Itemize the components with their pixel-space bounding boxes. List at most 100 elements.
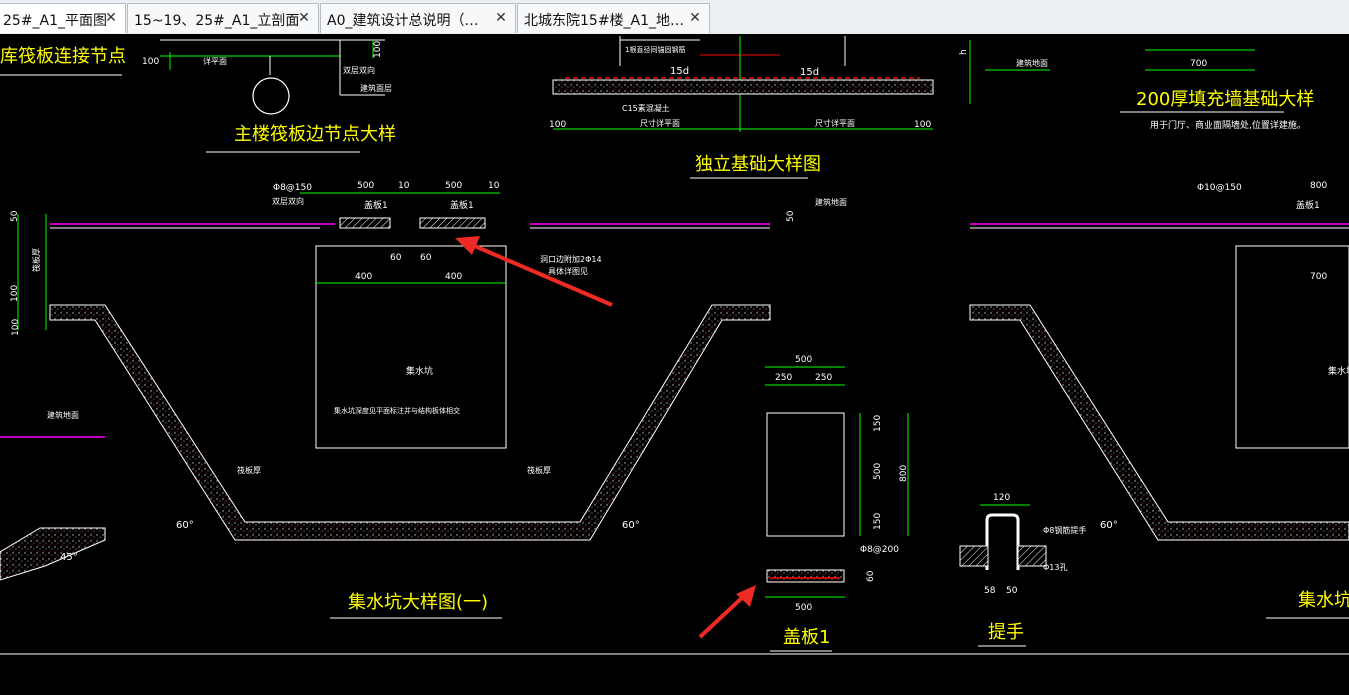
- tab-elevation-section[interactable]: 15~19、25#_A1_立剖面 ✕: [127, 3, 319, 33]
- dim-800: 800: [1310, 181, 1327, 191]
- annotation-arrow: [698, 585, 756, 639]
- dim-58: 58: [984, 586, 996, 596]
- dim-500: 500: [795, 603, 812, 613]
- building-face-note: 建筑面层: [360, 83, 392, 93]
- rebar-note: 1根直径同锚固钢筋: [625, 45, 685, 54]
- tab-label: A0_建筑设计总说明（…: [327, 13, 479, 29]
- cover-small-label: 盖板1: [364, 199, 388, 211]
- cover-small-label: 盖板1: [450, 199, 474, 211]
- cover-plate-plan: [766, 412, 845, 537]
- dim-150: 150: [873, 513, 883, 530]
- close-icon[interactable]: ✕: [689, 10, 701, 26]
- dim-150: 150: [873, 415, 883, 432]
- raft-thk-label: 筏板厚: [527, 465, 551, 475]
- dim-100: 100: [10, 285, 20, 302]
- infill-wall-title: 200厚填充墙基础大样: [1136, 89, 1314, 110]
- dim-100: 100: [914, 120, 931, 130]
- dim-10: 10: [398, 181, 410, 191]
- raft-thk: 筏板厚: [31, 248, 41, 272]
- infill-wall-note: 用于门厅、商业面隔墙处,位置详建施。: [1150, 119, 1306, 131]
- dim-100: 100: [11, 319, 21, 336]
- tab-building-15[interactable]: 北城东院15#楼_A1_地… ✕: [517, 3, 710, 33]
- hole-note: 洞口边附加2Φ14: [540, 254, 602, 264]
- raft-connection-detail: 库筏板连接节点: [0, 46, 126, 76]
- isolated-foundation-title: 独立基础大样图: [695, 154, 821, 175]
- sump-label: 集水坑: [406, 365, 433, 377]
- handle-detail: 120 Φ8钢筋提手 Φ13孔 58 50 提手: [959, 493, 1086, 647]
- dim-100: 100: [373, 41, 383, 58]
- sump-dim-note: 集水坑深度见平面标注并与结构板体相交: [334, 406, 460, 415]
- sump-detail-title-cut: 集水坑大: [1298, 590, 1349, 611]
- cad-drawing-canvas[interactable]: 库筏板连接节点 100 100 详平面 双层双向 建筑面层 主楼筏板边节点大样 …: [0, 34, 1349, 691]
- dim-50: 50: [786, 210, 796, 222]
- handle-note-2: Φ13孔: [1043, 563, 1067, 572]
- cover-plate-detail: 500 250 250 150 500 150 800 Φ8@200 60 50…: [765, 355, 909, 652]
- c15-note: C15素混凝土: [622, 103, 670, 113]
- handle-title: 提手: [988, 622, 1024, 643]
- dim-500: 500: [357, 181, 374, 191]
- close-icon[interactable]: ✕: [495, 10, 507, 26]
- dim-500: 500: [873, 463, 883, 480]
- sump-detail: 50 100 100 筏板厚 盖板1 盖板1 Φ8@150 500 500 10…: [0, 181, 847, 619]
- dim-400: 400: [355, 272, 372, 282]
- size-ref: 尺寸详平面: [640, 118, 680, 128]
- sump-pit-section: [49, 304, 771, 541]
- raft-thk-label: 筏板厚: [237, 465, 261, 475]
- cover-bar-label: Φ8@200: [860, 545, 899, 555]
- dim-50: 50: [10, 210, 20, 222]
- sump-label: 集水坑: [1328, 365, 1349, 377]
- sump-detail-right: Φ10@150 800 700 盖板1 集水坑 60° 集水坑大: [969, 181, 1349, 619]
- slope-60: 60°: [176, 520, 194, 531]
- main-raft-edge-title: 主楼筏板边节点大样: [234, 124, 396, 145]
- sump-detail-title: 集水坑大样图(一): [348, 592, 488, 613]
- dim-100: 100: [142, 57, 159, 67]
- cad-drawing: 库筏板连接节点 100 100 详平面 双层双向 建筑面层 主楼筏板边节点大样 …: [0, 36, 1349, 655]
- handle-note-1: Φ8钢筋提手: [1043, 525, 1086, 535]
- dim-250: 250: [815, 373, 832, 383]
- close-icon[interactable]: ✕: [298, 10, 310, 26]
- tab-plan[interactable]: 25#_A1_平面图 ✕: [0, 3, 126, 33]
- dim-500: 500: [445, 181, 462, 191]
- slope-45: 45°: [60, 552, 78, 563]
- tab-bar: 25#_A1_平面图 ✕ 15~19、25#_A1_立剖面 ✕ A0_建筑设计总…: [0, 0, 1349, 35]
- double-layer-note: 双层双向: [272, 196, 304, 206]
- slope-60: 60°: [1100, 520, 1118, 531]
- cover-small-label: 盖板1: [1296, 199, 1320, 211]
- bar-label: Φ8@150: [273, 183, 312, 193]
- dim-500: 500: [795, 355, 812, 365]
- tab-design-notes[interactable]: A0_建筑设计总说明（… ✕: [320, 3, 516, 33]
- cover-plate-section: [766, 569, 845, 583]
- main-raft-edge-detail: 100 100 详平面 双层双向 建筑面层 主楼筏板边节点大样: [142, 39, 396, 153]
- cover-plate-title: 盖板1: [783, 627, 830, 648]
- dim-800: 800: [899, 465, 909, 482]
- dim-700: 700: [1310, 272, 1327, 282]
- dim-h1: h: [959, 49, 969, 55]
- ground-label: 建筑地面: [47, 410, 79, 420]
- infill-wall-detail: 700 200厚填充墙基础大样 用于门厅、商业面隔墙处,位置详建施。: [1120, 49, 1314, 131]
- dim-50: 50: [1006, 586, 1018, 596]
- isolated-foundation-detail: 1根直径同锚固钢筋 15d 15d C15素混凝土 100 100 尺寸详平面 …: [549, 36, 1050, 179]
- dim-400: 400: [445, 272, 462, 282]
- dim-60: 60: [866, 570, 876, 582]
- ground-label: 建筑地面: [1016, 58, 1048, 68]
- dim-60: 60: [390, 253, 402, 263]
- dim-100: 100: [549, 120, 566, 130]
- tab-label: 25#_A1_平面图: [3, 13, 108, 29]
- dim-15d: 15d: [800, 67, 819, 78]
- raft-note: 双层双向: [343, 65, 375, 75]
- annotation-arrow: [455, 236, 613, 307]
- dim-15d: 15d: [670, 66, 689, 77]
- detail-ref: 详平面: [203, 56, 227, 66]
- slope-60: 60°: [622, 520, 640, 531]
- handle-bar: [985, 513, 1020, 570]
- foundation-slab: [552, 79, 934, 95]
- raft-connection-title: 库筏板连接节点: [0, 46, 126, 67]
- close-icon[interactable]: ✕: [105, 10, 117, 26]
- size-ref: 尺寸详平面: [815, 118, 855, 128]
- tab-label: 15~19、25#_A1_立剖面: [134, 13, 300, 29]
- dim-10: 10: [488, 181, 500, 191]
- dim-120: 120: [993, 493, 1010, 503]
- bar-label: Φ10@150: [1197, 183, 1242, 193]
- dim-700: 700: [1190, 59, 1207, 69]
- tab-label: 北城东院15#楼_A1_地…: [524, 13, 685, 29]
